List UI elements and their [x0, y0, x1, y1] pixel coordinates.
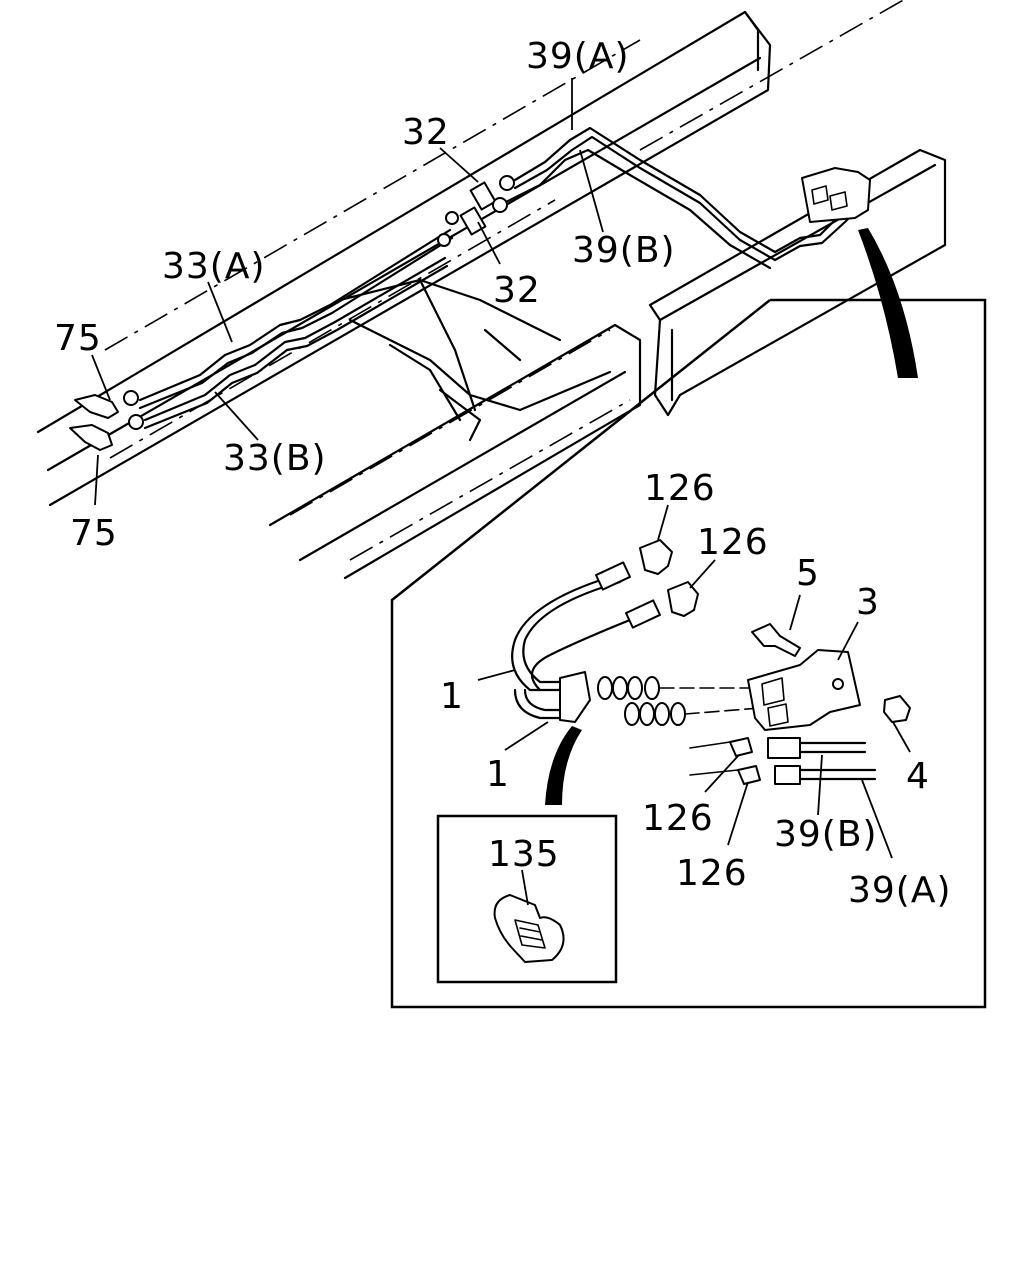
label-32-bottom: 32: [493, 270, 541, 311]
label-1-b: 1: [486, 754, 510, 795]
label-126-b: 126: [697, 522, 769, 563]
label-75-bottom: 75: [70, 513, 118, 554]
frame-rails: [36, 0, 947, 580]
detail-pointer: [858, 228, 918, 378]
label-3: 3: [856, 582, 880, 623]
label-39a-detail: 39(A): [848, 870, 952, 911]
label-126-a: 126: [644, 468, 716, 509]
label-32-top: 32: [402, 112, 450, 153]
detail-hoses: [511, 539, 911, 785]
label-39a-top: 39(A): [526, 36, 630, 77]
callout-labels: 39(A) 32 39(B) 32 33(A) 75 33(B) 75 126 …: [54, 36, 952, 911]
brake-lines: [138, 126, 864, 430]
label-4: 4: [906, 756, 930, 797]
label-5: 5: [796, 553, 820, 594]
label-75-top: 75: [54, 318, 102, 359]
detail-box: [390, 298, 987, 1009]
label-126-d: 126: [676, 853, 748, 894]
label-126-c: 126: [642, 798, 714, 839]
sub-detail-pointer: [545, 726, 582, 805]
sub-detail-box: [436, 814, 618, 984]
upper-fittings: [69, 167, 871, 451]
label-39b-detail: 39(B): [774, 814, 878, 855]
label-33b: 33(B): [223, 438, 327, 479]
label-33a: 33(A): [162, 246, 266, 287]
label-1-a: 1: [440, 676, 464, 717]
leader-lines: [91, 78, 911, 906]
label-135: 135: [488, 834, 560, 875]
label-39b-top: 39(B): [572, 230, 676, 271]
